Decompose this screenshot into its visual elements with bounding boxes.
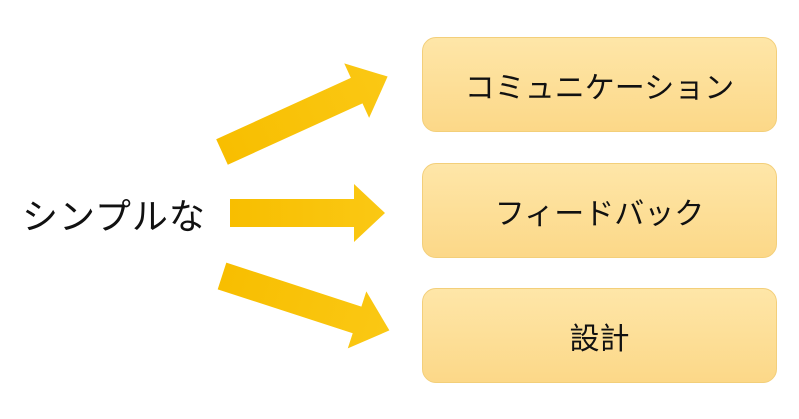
box-design: 設計 (422, 288, 777, 383)
box-feedback: フィードバック (422, 163, 777, 258)
arrow-to-design (217, 262, 390, 349)
arrow-to-communication (216, 63, 388, 165)
arrow-to-feedback (230, 184, 385, 242)
box-label: 設計 (569, 321, 630, 357)
box-label: フィードバック (494, 196, 705, 232)
box-communication: コミュニケーション (422, 37, 777, 132)
source-label: シンプルな (22, 197, 206, 238)
box-label: コミュニケーション (464, 70, 735, 106)
